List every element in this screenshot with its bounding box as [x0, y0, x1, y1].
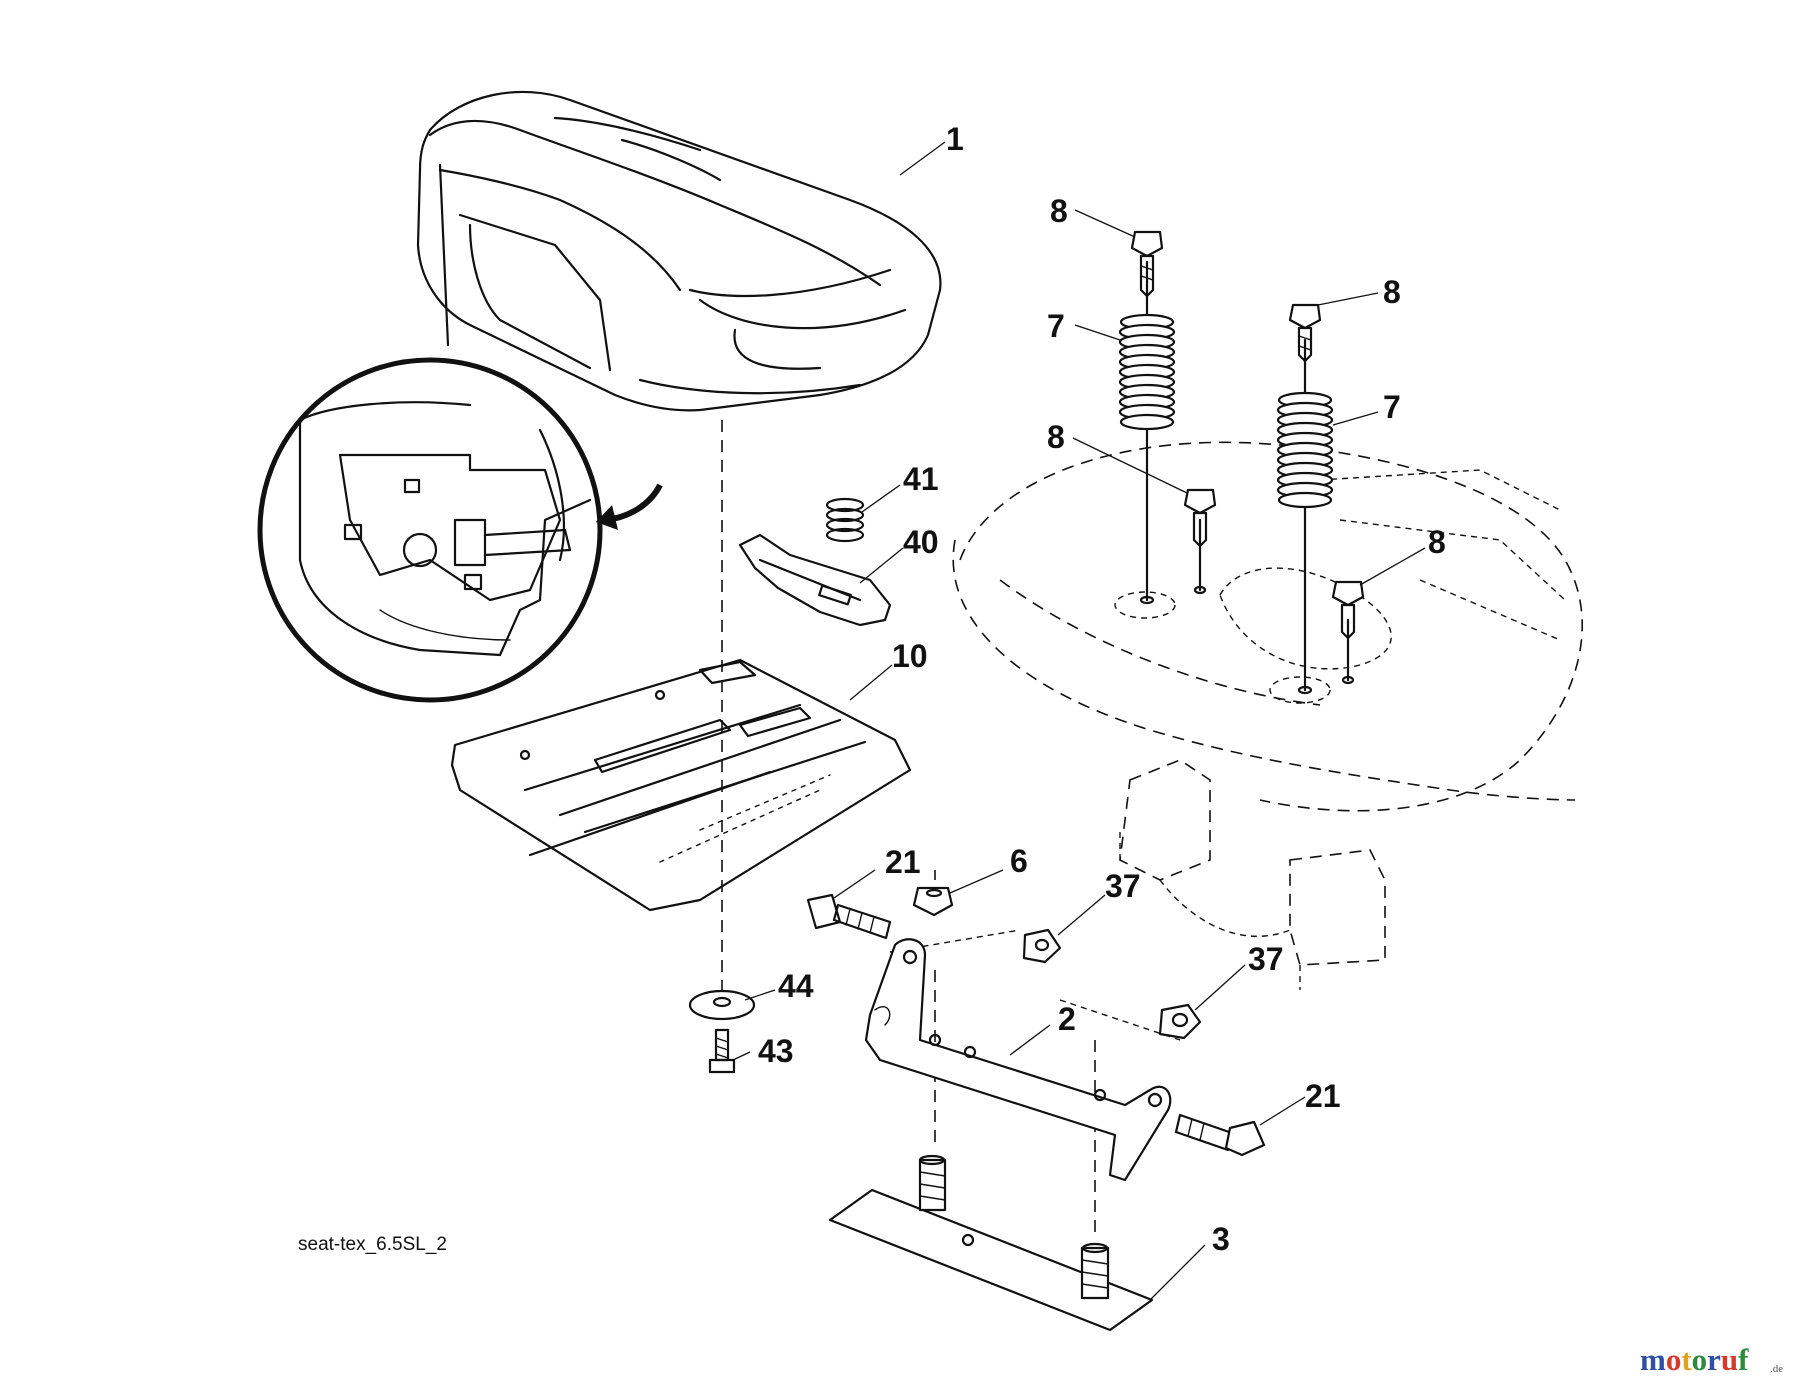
drawing-caption: seat-tex_6.5SL_2: [298, 1234, 447, 1255]
bolt-8-top-left-illustration: [1130, 230, 1164, 298]
screw-illustration: [708, 1028, 736, 1074]
bolt-21-right-illustration: [1174, 1113, 1266, 1157]
spring-left-illustration: [1118, 260, 1176, 602]
callout-37-upper: 37: [1105, 868, 1141, 904]
bolt-21-left-illustration: [806, 893, 892, 940]
callout-21-right: 21: [1305, 1078, 1341, 1114]
watermark-text: motoruf: [1640, 1342, 1749, 1377]
callout-7-left: 7: [1047, 308, 1065, 344]
callout-41: 41: [903, 461, 939, 497]
nut-37-upper-illustration: [1022, 928, 1062, 964]
mount-hole-left: [1139, 595, 1155, 605]
callout-37-lower: 37: [1248, 941, 1284, 977]
small-spring-illustration: [825, 497, 865, 543]
callout-2: 2: [1058, 1001, 1076, 1037]
bolt-8-top-right-illustration: [1288, 303, 1322, 363]
bolt-8-mid-right-illustration: [1331, 580, 1365, 685]
watermark-suffix: .de: [1770, 1363, 1783, 1375]
curved-arrow-icon: [596, 483, 663, 530]
seat-illustration: [416, 90, 942, 412]
spring-right-illustration: [1276, 338, 1334, 692]
callout-10: 10: [892, 638, 928, 674]
leader-lines: [732, 141, 1426, 1301]
nut-6-illustration: [912, 886, 954, 917]
watermark-logo: motoruf .de: [1640, 1342, 1783, 1377]
callout-40: 40: [903, 524, 939, 560]
callout-1: 1: [946, 121, 964, 157]
callout-3: 3: [1212, 1221, 1230, 1257]
callout-labels: 1 8 8 7 7 8 8 41 40 10 21 6 37 37 2 21 3…: [758, 121, 1446, 1257]
nut-37-lower-illustration: [1158, 1003, 1202, 1040]
detail-magnifier: [257, 357, 603, 703]
clip-illustration: [738, 533, 892, 627]
callout-8-top-left: 8: [1050, 193, 1068, 229]
bracket-illustration: [864, 938, 1172, 1182]
base-plate-illustration: [828, 1154, 1154, 1332]
seat-pan-illustration: [450, 658, 912, 912]
washer-illustration: [688, 989, 756, 1021]
callout-21-left: 21: [885, 844, 921, 880]
callout-8-mid-right: 8: [1428, 524, 1446, 560]
mower-frame-outline: [952, 441, 1583, 990]
bolt-8-mid-left-illustration: [1183, 488, 1217, 595]
callout-8-mid-left: 8: [1047, 419, 1065, 455]
callout-44: 44: [778, 968, 814, 1004]
callout-8-top-right: 8: [1383, 274, 1401, 310]
callout-43: 43: [758, 1033, 794, 1069]
callout-6: 6: [1010, 843, 1028, 879]
mount-hole-right: [1297, 685, 1313, 695]
callout-7-right: 7: [1383, 389, 1401, 425]
